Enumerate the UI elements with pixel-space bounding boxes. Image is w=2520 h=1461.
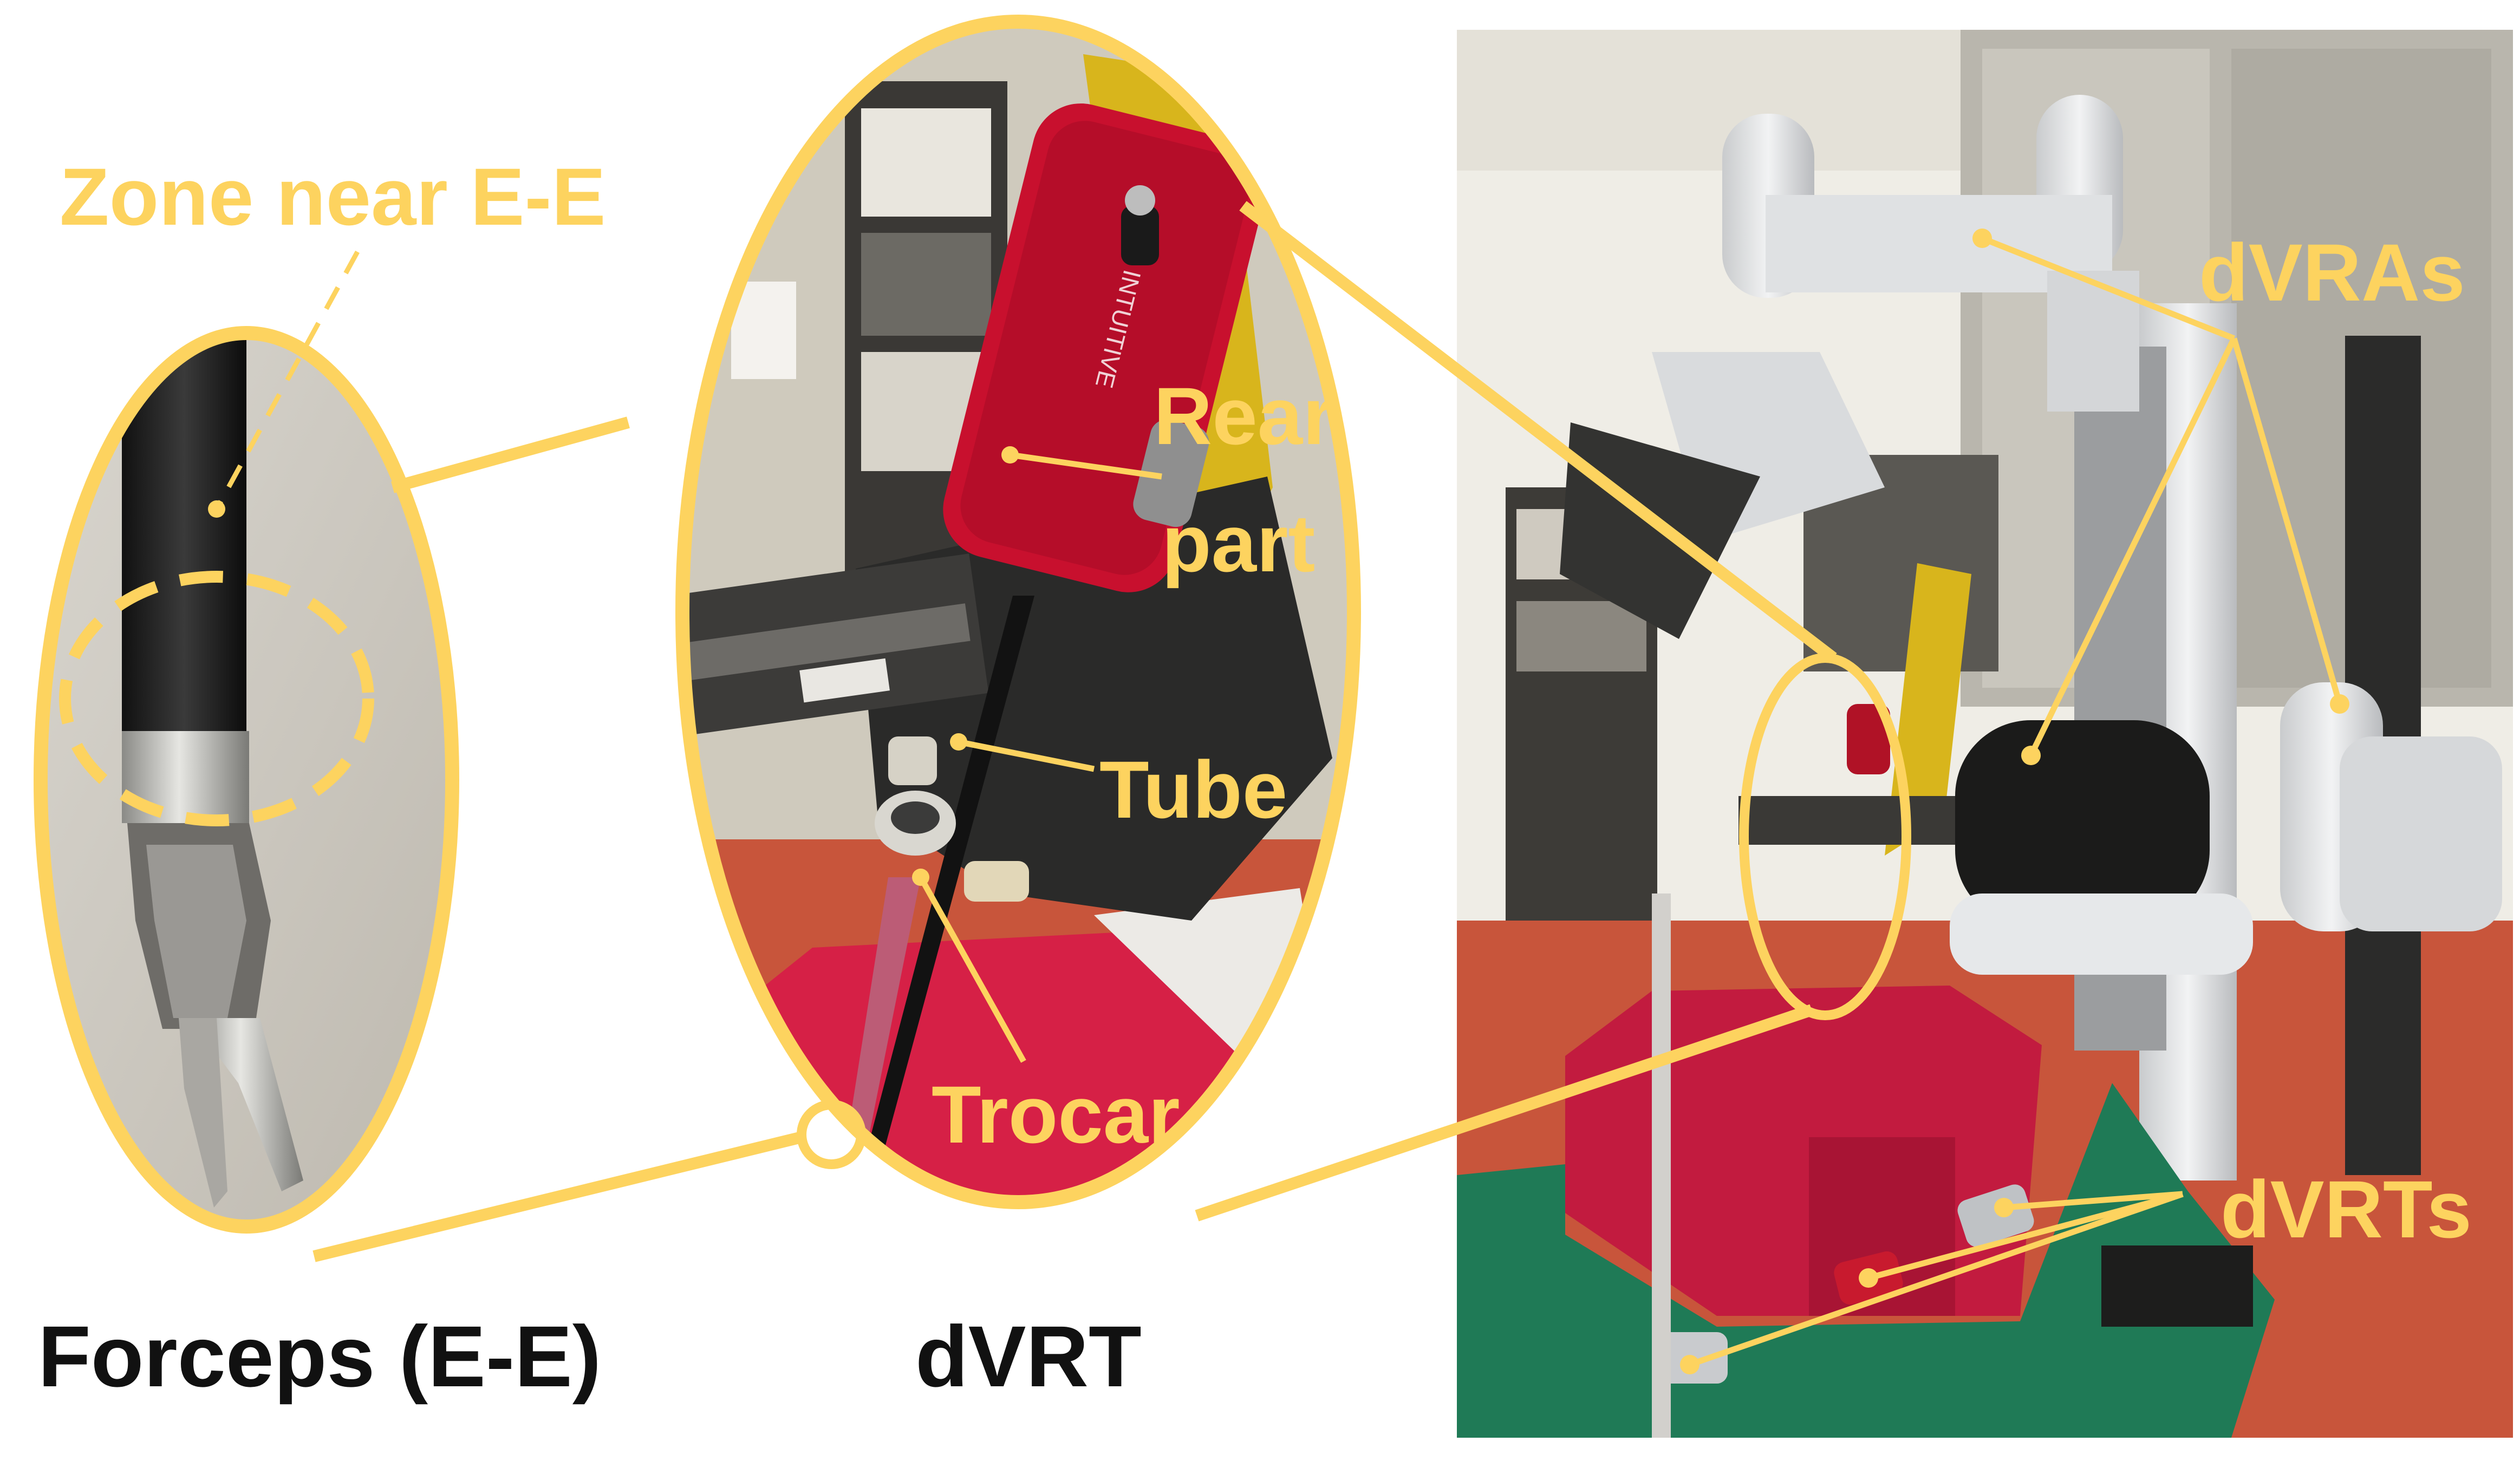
zone-label: Zone near E-E: [60, 151, 606, 242]
dvrts-leaders: [1680, 1191, 2184, 1374]
dvras-label: dVRAs: [2199, 227, 2465, 318]
zone-leader-dot: [208, 500, 225, 518]
forceps-photo-panel: [34, 250, 459, 1234]
rear-part-label-line1: Rear: [1154, 370, 1334, 461]
tip-circle: [797, 1100, 866, 1169]
dvrts-label: dVRTs: [2221, 1164, 2472, 1255]
zoom-connector-right: [1195, 201, 1837, 1222]
rear-part-label-line2: part: [1162, 498, 1315, 589]
rear-part-leader: [1010, 452, 1162, 480]
forceps-caption: Forceps (E-E): [38, 1308, 601, 1405]
trocar-leader: [918, 876, 1026, 1063]
lab-photo-panel: [1457, 30, 2513, 1438]
tube-leader: [958, 739, 1095, 772]
dvrt-caption: dVRT: [915, 1308, 1142, 1405]
zone-leader-line: [214, 250, 360, 511]
trocar-label: Trocar: [932, 1069, 1180, 1160]
dvrt-photo-panel: INTUITIVE: [675, 15, 1361, 1209]
forceps-photo: [41, 333, 452, 1227]
dvras-leaders: [1972, 229, 2349, 765]
tube-label: Tube: [1099, 744, 1287, 835]
zoom-connector-left: [312, 416, 803, 1262]
dvrt-ellipse-outline: [675, 15, 1361, 1209]
forceps-ellipse-outline: [34, 326, 459, 1234]
dvrt-photo: INTUITIVE: [682, 22, 1354, 1202]
zone-dashed-circle: [59, 571, 374, 826]
